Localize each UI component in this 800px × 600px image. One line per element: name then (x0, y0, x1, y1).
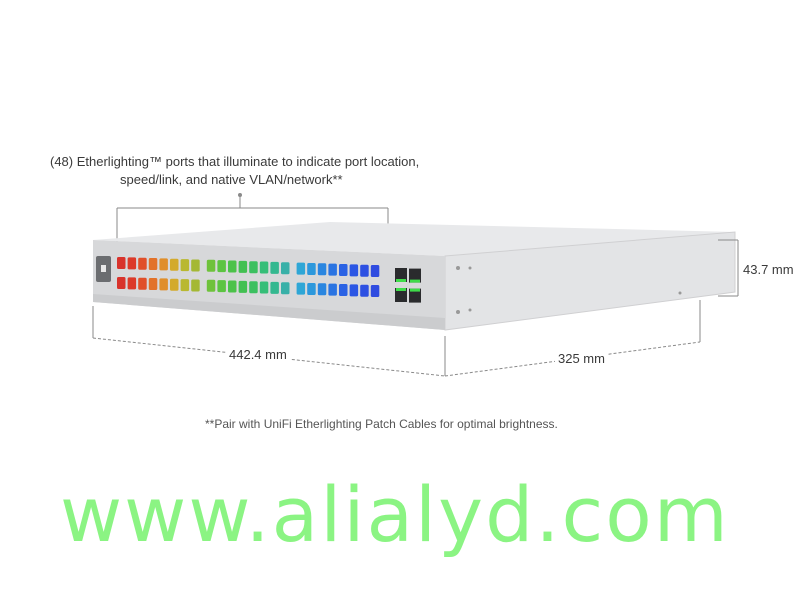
ethernet-port (259, 261, 269, 274)
ethernet-port (328, 263, 337, 276)
ethernet-port (370, 265, 380, 278)
ethernet-port (191, 259, 200, 272)
sfp-port (409, 268, 421, 283)
ethernet-port (296, 282, 306, 295)
ethernet-port (170, 258, 179, 271)
sfp-led (410, 288, 420, 292)
ethernet-port (360, 264, 369, 277)
ethernet-port (180, 279, 190, 292)
ethernet-port (228, 280, 237, 293)
ethernet-port (370, 285, 380, 298)
sfp-led (410, 279, 420, 283)
callout-text-line1: (48) Etherlighting™ ports that illuminat… (50, 154, 420, 169)
ethernet-port (127, 257, 137, 270)
ethernet-port (270, 281, 279, 294)
ethernet-port (148, 258, 158, 271)
ethernet-port (180, 259, 190, 272)
callout-text-line2: speed/link, and native VLAN/network** (120, 172, 343, 187)
height-dimension-label: 43.7 mm (743, 262, 794, 277)
ethernet-port (159, 258, 168, 271)
ethernet-port (191, 279, 200, 292)
ethernet-port (317, 263, 327, 276)
ethernet-port (249, 281, 258, 294)
ethernet-port (307, 282, 316, 295)
ethernet-port (339, 264, 348, 276)
sfp-port (395, 268, 407, 282)
ethernet-port (170, 278, 179, 291)
ethernet-port (339, 284, 348, 296)
ethernet-port (217, 280, 226, 293)
ethernet-port (360, 284, 369, 297)
screw (678, 291, 682, 295)
ethernet-port (238, 260, 248, 273)
sfp-led (396, 288, 406, 291)
port-array (117, 257, 421, 303)
screw (456, 266, 460, 270)
ethernet-port (138, 257, 147, 270)
ethernet-port (349, 264, 359, 277)
ethernet-port (349, 284, 359, 297)
ethernet-port (296, 262, 306, 275)
footnote: **Pair with UniFi Etherlighting Patch Ca… (205, 417, 558, 431)
chassis-screws (456, 266, 682, 314)
width-dimension-label: 442.4 mm (226, 347, 290, 363)
height-dimension (718, 239, 739, 297)
ethernet-port (159, 278, 168, 291)
callout-dot (238, 193, 242, 197)
ethernet-port (281, 262, 290, 275)
ethernet-port (206, 279, 216, 292)
switch-top-face (93, 222, 735, 256)
screw (456, 310, 460, 314)
screw (468, 266, 472, 270)
ethernet-port (317, 283, 327, 296)
ethernet-port (117, 257, 126, 269)
sfp-port (409, 288, 421, 303)
ethernet-port (206, 259, 216, 272)
ethernet-port (307, 262, 316, 275)
ethernet-port (249, 261, 258, 274)
display-screen (101, 265, 106, 272)
switch-front-bottom-edge (93, 294, 445, 330)
ethernet-port (270, 261, 279, 274)
ethernet-port (328, 283, 337, 296)
ethernet-port (259, 281, 269, 294)
screw (468, 308, 472, 312)
depth-dimension-label: 325 mm (555, 351, 608, 367)
ethernet-port (117, 277, 126, 289)
ethernet-port (148, 278, 158, 291)
ethernet-port (127, 277, 137, 290)
watermark: www.alialyd.com (60, 470, 730, 559)
ethernet-port (281, 282, 290, 295)
sfp-led (396, 279, 406, 282)
ethernet-port (228, 260, 237, 273)
ethernet-port (217, 260, 226, 273)
ethernet-port (238, 280, 248, 293)
sfp-port (395, 288, 407, 302)
ethernet-port (138, 277, 147, 290)
